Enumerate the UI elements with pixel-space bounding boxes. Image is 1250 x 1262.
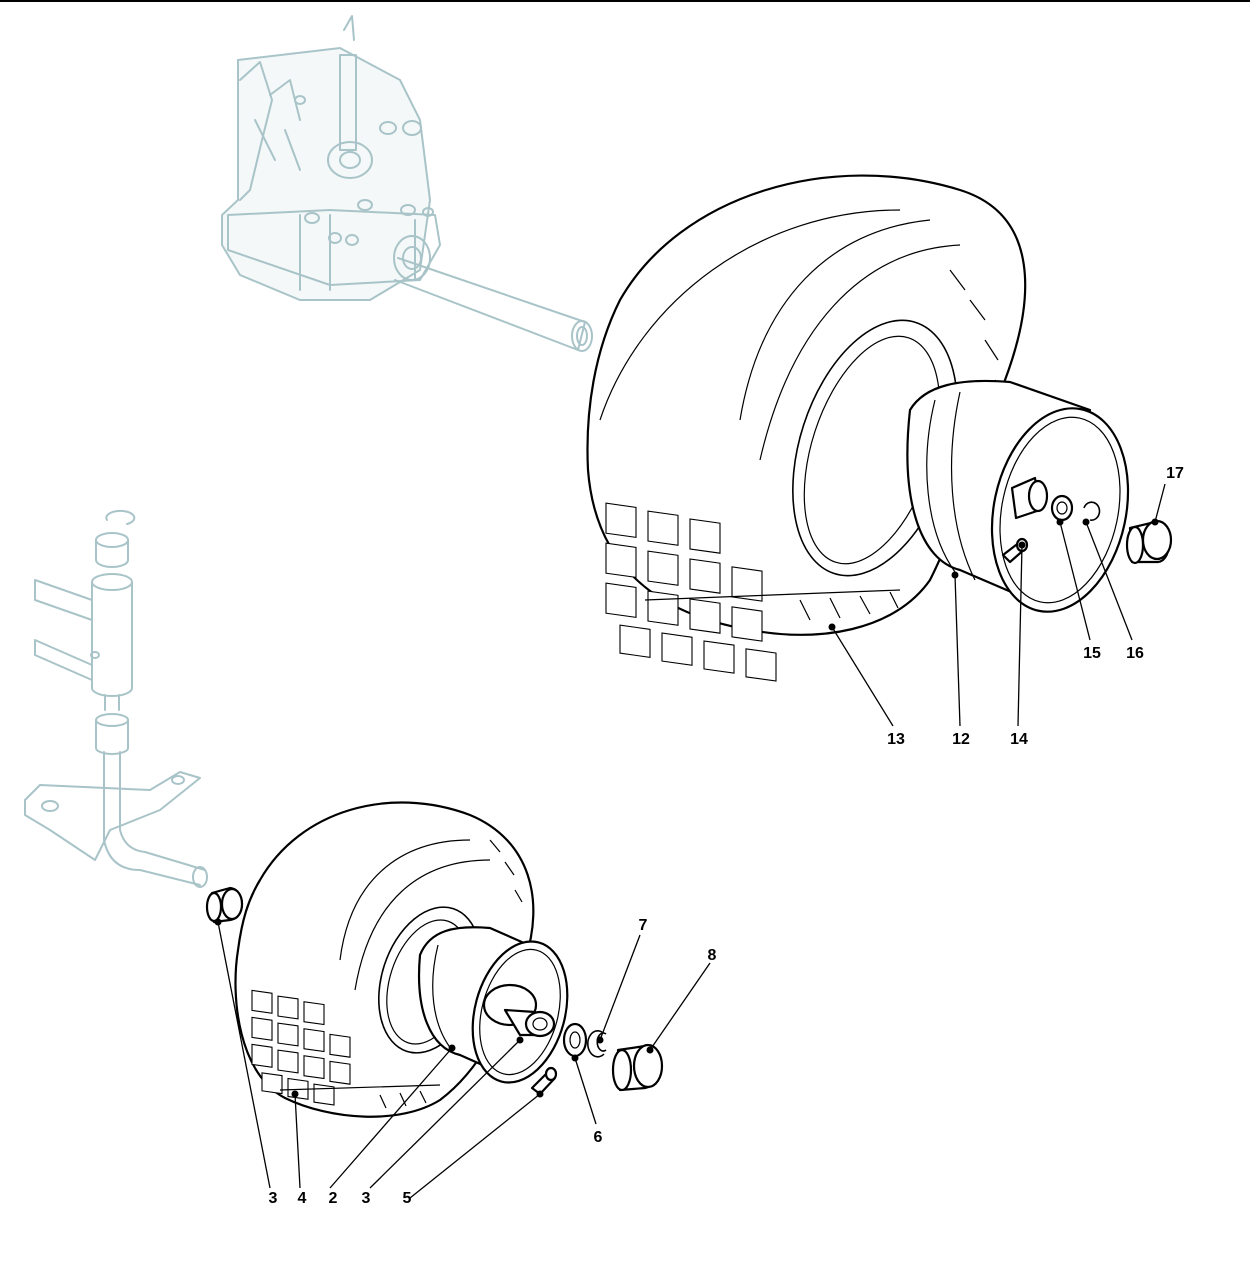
upper-rim	[906, 379, 1130, 613]
lower-rim	[418, 926, 569, 1096]
ghost-transaxle	[221, 15, 593, 352]
callout-6: 6	[594, 1129, 603, 1146]
callout-2: 2	[329, 1190, 338, 1207]
lower-bushing-left	[205, 886, 244, 924]
callout-labels: 17 15 16 13 12 14 7 8 6 3 4 2 3 5	[269, 465, 1184, 1207]
lower-washer	[562, 1022, 588, 1058]
callout-8: 8	[708, 947, 717, 964]
callout-7: 7	[639, 917, 648, 934]
callout-5: 5	[403, 1190, 412, 1207]
callout-12: 12	[952, 731, 970, 748]
ghost-steering-spindle	[24, 509, 208, 888]
callout-3-left: 3	[269, 1190, 278, 1207]
lower-circlip	[587, 1030, 607, 1058]
leader-lines	[214, 483, 1166, 1199]
callout-16: 16	[1126, 645, 1144, 662]
callout-4: 4	[298, 1190, 307, 1207]
callout-13: 13	[887, 731, 905, 748]
top-border-line	[0, 0, 1250, 2]
callout-15: 15	[1083, 645, 1101, 662]
callout-17: 17	[1166, 465, 1184, 482]
upper-tire-tread	[605, 269, 1006, 682]
callout-3-right: 3	[362, 1190, 371, 1207]
lower-hub-cap	[611, 1043, 664, 1092]
callout-14: 14	[1010, 731, 1028, 748]
upper-hub-cap	[1125, 519, 1173, 565]
